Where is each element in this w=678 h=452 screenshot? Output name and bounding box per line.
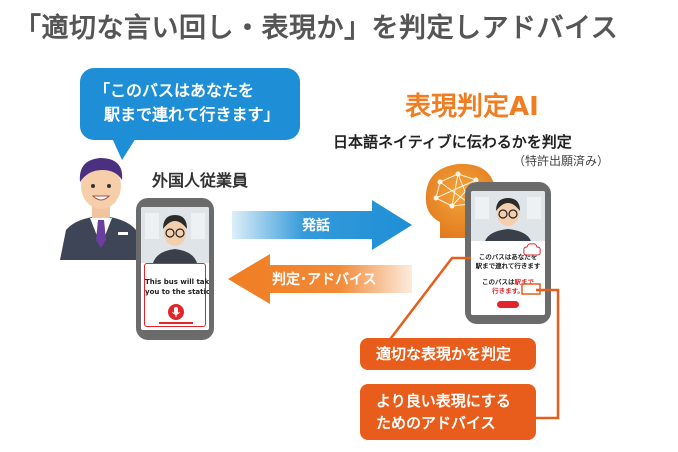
original-sentence-line-1: このバスはあなたを [478,253,538,261]
callout-judge: 適切な表現かを判定 [360,338,536,370]
microphone-caption-line [159,322,193,324]
next-button[interactable] [497,301,519,308]
callout-advice: より良い表現にする ためのアドバイス [360,384,536,440]
suggestion-highlight: 駅まで [514,278,535,286]
callout-advice-line-2: ためのアドバイス [376,414,496,432]
microphone-button[interactable] [168,304,184,320]
speech-bubble-line-1: 「このバスはあなたを [94,81,255,100]
original-sentence-line-2: 駅まで連れて行きます [475,262,541,270]
translation-line-2: you to the station. [145,288,209,296]
microphone-icon [172,307,180,317]
customer-face-icon [141,207,209,263]
suggestion-prefix: このバスは [482,278,515,286]
worker-label: 外国人従業員 [152,171,249,190]
translation-card: This bus will take you to the station. [144,263,209,327]
ai-subtitle: 日本語ネイティブに伝わるかを判定 [333,133,572,151]
page-title: 「適切な言い回し・表現か」を判定しアドバイス [14,13,619,44]
left-phone: This bus will take you to the station. [136,198,214,340]
translation-line-1: This bus will take [145,278,209,286]
worker-person-icon [60,158,142,260]
suggestion-line-2: 行きます。 [492,287,524,295]
right-phone-screen: このバスはあなたを 駅まで連れて行きます このバスは駅まで 行きます。 [471,191,545,315]
ai-patent-note: （特許出願済み） [513,154,610,168]
thinking-cloud-icon [523,243,541,256]
right-phone: このバスはあなたを 駅まで連れて行きます このバスは駅まで 行きます。 [465,182,551,324]
left-phone-screen: This bus will take you to the station. [141,207,209,330]
speak-arrow-label: 発話 [302,218,330,234]
speech-bubble: 「このバスはあなたを 駅まで連れて行きます」 [80,68,300,140]
speech-bubble-tail [112,138,136,160]
speak-arrow [232,200,412,250]
speech-bubble-line-2: 駅まで連れて行きます」 [104,105,280,124]
customer-face-icon-right [471,191,545,241]
advice-arrow [228,254,412,304]
callout-judge-text: 適切な表現かを判定 [376,345,512,363]
ai-title: 表現判定AI [405,92,539,122]
advice-arrow-label: 判定･アドバイス [272,272,377,288]
callout-advice-line-1: より良い表現にする [376,392,511,410]
